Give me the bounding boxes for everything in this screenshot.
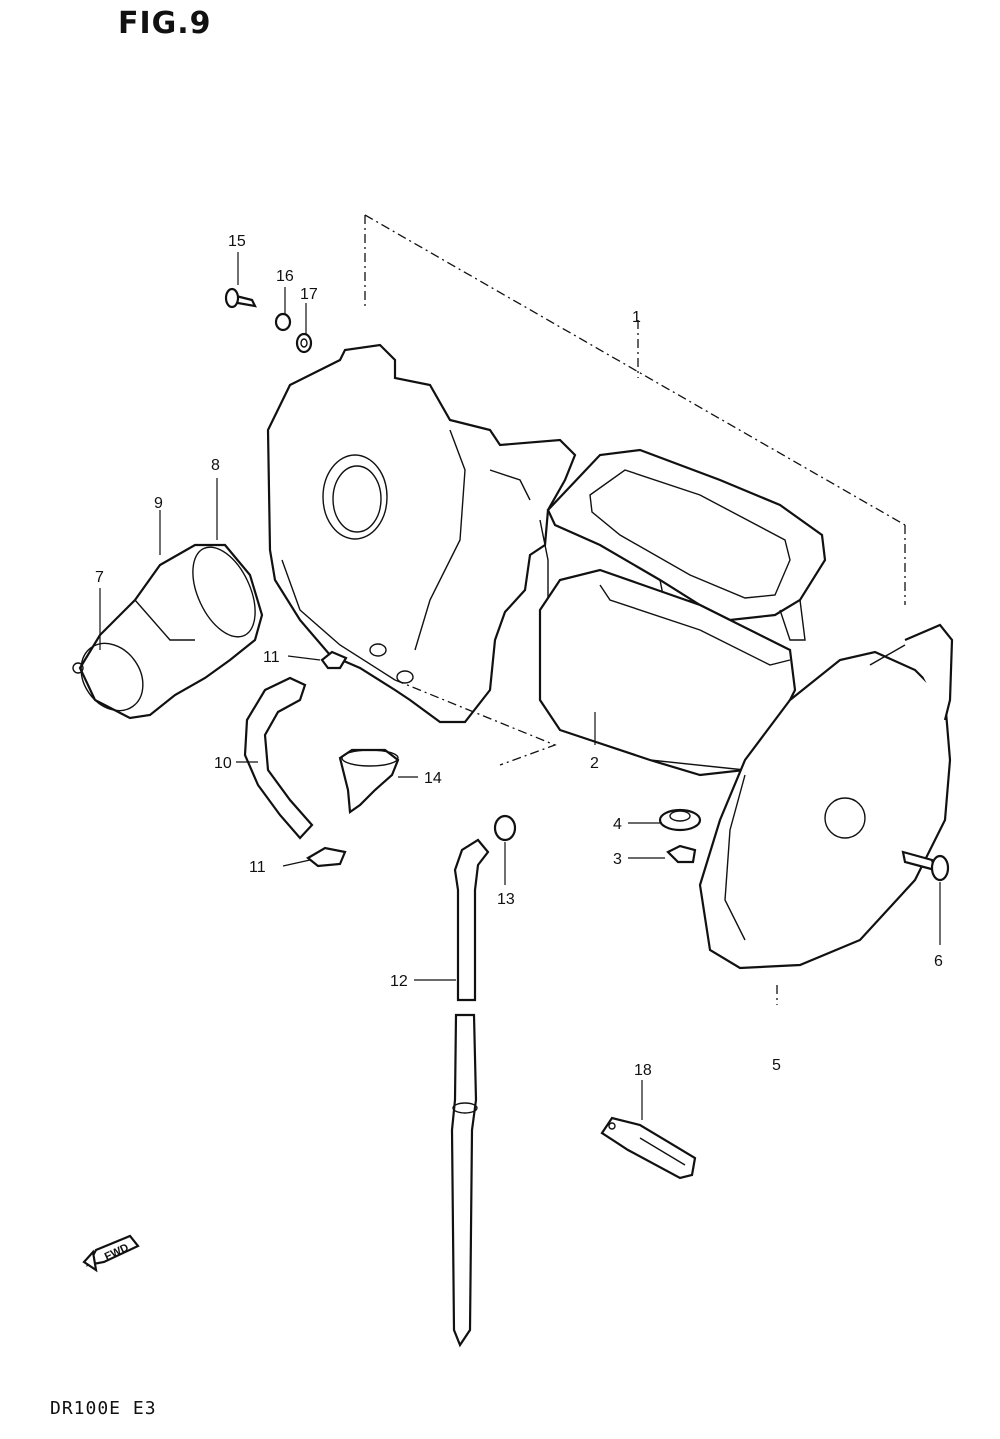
callout-9: 9 bbox=[154, 495, 163, 512]
tube-clamp bbox=[493, 814, 517, 842]
callout-3: 3 bbox=[613, 851, 622, 868]
callout-4: 4 bbox=[613, 816, 622, 833]
callout-1: 1 bbox=[632, 309, 641, 326]
hose-clamp-upper bbox=[320, 650, 348, 670]
callout-7: 7 bbox=[95, 569, 104, 586]
grommet bbox=[658, 808, 702, 832]
mounting-bolt bbox=[224, 287, 257, 309]
breather-hose bbox=[243, 676, 314, 840]
callout-15: 15 bbox=[228, 233, 246, 250]
callout-18: 18 bbox=[634, 1062, 652, 1079]
outlet-tube bbox=[72, 543, 264, 720]
air-cleaner-case bbox=[266, 343, 577, 766]
callout-8: 8 bbox=[211, 457, 220, 474]
callout-6: 6 bbox=[934, 953, 943, 970]
callout-12: 12 bbox=[390, 973, 408, 990]
callout-13: 13 bbox=[497, 891, 515, 908]
fwd-direction-marker bbox=[82, 1234, 140, 1273]
washer-nut bbox=[666, 844, 697, 864]
callout-14: 14 bbox=[424, 770, 442, 787]
mounting-washer bbox=[295, 332, 313, 354]
holder-strap bbox=[600, 1116, 697, 1180]
model-code: DR100E E3 bbox=[50, 1398, 157, 1419]
callout-11-lower: 11 bbox=[249, 859, 266, 876]
callout-2: 2 bbox=[590, 755, 599, 772]
hose-clamp-lower bbox=[306, 846, 347, 868]
drain-tube bbox=[450, 838, 490, 1348]
callout-17: 17 bbox=[300, 286, 318, 303]
drain-plug bbox=[338, 748, 400, 814]
figure-title: FIG.9 bbox=[118, 6, 212, 41]
leader-lines bbox=[99, 252, 941, 1120]
callout-5: 5 bbox=[772, 1057, 781, 1074]
air-cleaner-cap bbox=[698, 623, 954, 970]
callout-10: 10 bbox=[214, 755, 232, 772]
mounting-nut bbox=[274, 312, 292, 332]
callout-16: 16 bbox=[276, 268, 294, 285]
callout-11-upper: 11 bbox=[263, 649, 280, 666]
cap-screw bbox=[901, 850, 950, 882]
assembly-bracket bbox=[364, 214, 906, 605]
